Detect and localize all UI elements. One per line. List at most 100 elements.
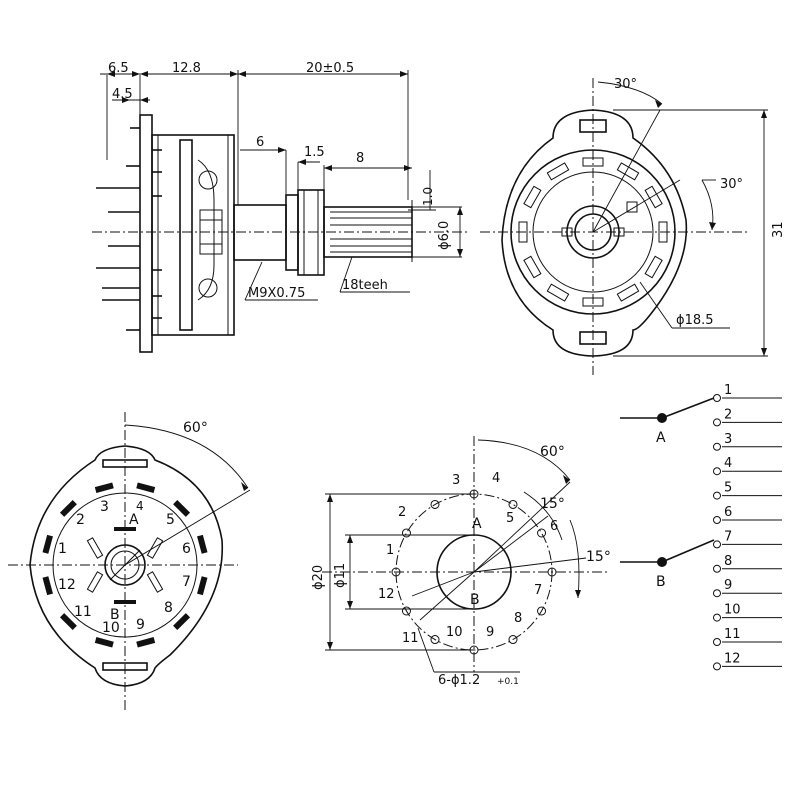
inner-slot — [86, 537, 104, 559]
side-view: 6.5 12.8 20±0.5 4.5 6 1.5 8 1.0 ϕ6.0 M9X… — [92, 61, 470, 353]
schem-position-label: 12 — [724, 651, 741, 666]
hp-hole-label: 10 — [446, 625, 463, 640]
schem-position-label: 5 — [724, 481, 732, 496]
bl-contact-label: 11 — [74, 604, 92, 620]
mount-hole — [401, 528, 411, 538]
front-slot — [616, 162, 640, 181]
hp-hole-label: 1 — [386, 543, 394, 558]
mount-hole — [508, 499, 518, 509]
hp-holes-note: 6-ϕ1.2 — [438, 673, 480, 688]
bl-contact-label: 4 — [136, 499, 144, 513]
dim-20: 20±0.5 — [306, 61, 354, 76]
contact-dash — [59, 613, 77, 631]
schem-pole-b: B — [656, 574, 666, 590]
bl-contact-label: 2 — [76, 512, 85, 528]
bl-contact-label: 12 — [58, 577, 76, 593]
schem-position-label: 11 — [724, 627, 741, 642]
hp-hole-label: 6 — [550, 519, 558, 534]
mount-hole — [430, 635, 440, 645]
hp-hole-label: 4 — [492, 471, 500, 486]
mount-hole — [430, 499, 440, 509]
mount-hole — [401, 606, 411, 616]
schem-contact — [713, 638, 721, 646]
schem-pole-a: A — [656, 430, 666, 446]
front-view: 30° 30° 31 ϕ18.5 — [480, 77, 786, 375]
inner-slot — [146, 571, 164, 593]
schem-position-label: 2 — [724, 407, 732, 422]
schem-position-label: 8 — [724, 554, 732, 569]
hp-pole-b: B — [470, 592, 480, 608]
bl-contact-label: 9 — [136, 617, 145, 633]
schem-position-label: 9 — [724, 578, 732, 593]
contact-dash — [136, 482, 156, 493]
mount-hole — [547, 567, 557, 577]
hp-hole-label: 9 — [486, 625, 494, 640]
bl-contact-label: 5 — [166, 512, 175, 528]
inner-slot — [146, 537, 164, 559]
hp-hole-label: 3 — [452, 473, 460, 488]
mount-hole — [391, 567, 401, 577]
contact-dash — [197, 576, 208, 596]
contact-dash — [94, 637, 114, 648]
hp-hole-label: 2 — [398, 505, 406, 520]
schem-contact — [713, 516, 721, 524]
front-slot — [518, 221, 528, 243]
schem-position-label: 3 — [724, 432, 732, 447]
schem-contact — [713, 589, 721, 598]
schem-position-label: 1 — [724, 383, 732, 398]
schem-contact — [713, 540, 721, 549]
schem-contact — [713, 662, 721, 671]
front-diameter: ϕ18.5 — [676, 313, 714, 328]
front-height: 31 — [771, 221, 786, 238]
mount-hole — [537, 528, 547, 538]
hp-dia-11: ϕ11 — [333, 563, 348, 588]
hp-angle-60: 60° — [540, 444, 565, 460]
contact-dash — [59, 499, 77, 517]
contact-dash — [42, 576, 53, 596]
contact-dash — [94, 482, 114, 493]
bl-contact-label: 7 — [182, 574, 191, 590]
front-slot — [523, 255, 542, 279]
bl-angle: 60° — [183, 420, 208, 436]
schem-contact — [713, 467, 721, 476]
contact-dash — [136, 637, 156, 648]
dim-4-5: 4.5 — [112, 87, 133, 102]
front-slot — [546, 283, 570, 302]
schem-contact — [713, 491, 721, 500]
bl-pole-a: A — [129, 512, 139, 528]
bl-contact-label: 3 — [100, 499, 109, 515]
thread-label: M9X0.75 — [248, 286, 305, 301]
schem-contact — [713, 442, 721, 451]
dim-1-0: 1.0 — [421, 187, 435, 206]
hp-angle-15a: 15° — [540, 496, 565, 512]
schem-position-label: 4 — [724, 456, 732, 471]
contact-dash — [197, 534, 208, 554]
schem-contact — [713, 613, 721, 622]
dim-8: 8 — [356, 151, 364, 166]
hp-pole-a: A — [472, 516, 482, 532]
dim-phi6: ϕ6.0 — [437, 221, 452, 250]
schem-position-label: 7 — [724, 529, 732, 544]
front-angle-right: 30° — [720, 177, 743, 192]
hp-angle-15b: 15° — [586, 549, 611, 565]
bl-contact-label: 1 — [58, 541, 67, 557]
hp-hole-label: 7 — [534, 583, 542, 598]
contact-dash — [173, 613, 191, 631]
front-slot — [658, 221, 668, 243]
schem-contact — [713, 564, 721, 573]
front-slot — [546, 162, 570, 181]
front-slot — [523, 185, 542, 209]
front-slot — [644, 255, 663, 279]
inner-slot — [86, 571, 104, 593]
front-slot — [582, 157, 604, 167]
hp-hole-label: 11 — [402, 631, 419, 646]
schem-contact — [713, 394, 721, 402]
schem-position-label: 6 — [724, 505, 732, 520]
dim-6-5: 6.5 — [108, 61, 129, 76]
bl-contact-label: 8 — [164, 600, 173, 616]
schem-position-label: 10 — [724, 603, 741, 618]
